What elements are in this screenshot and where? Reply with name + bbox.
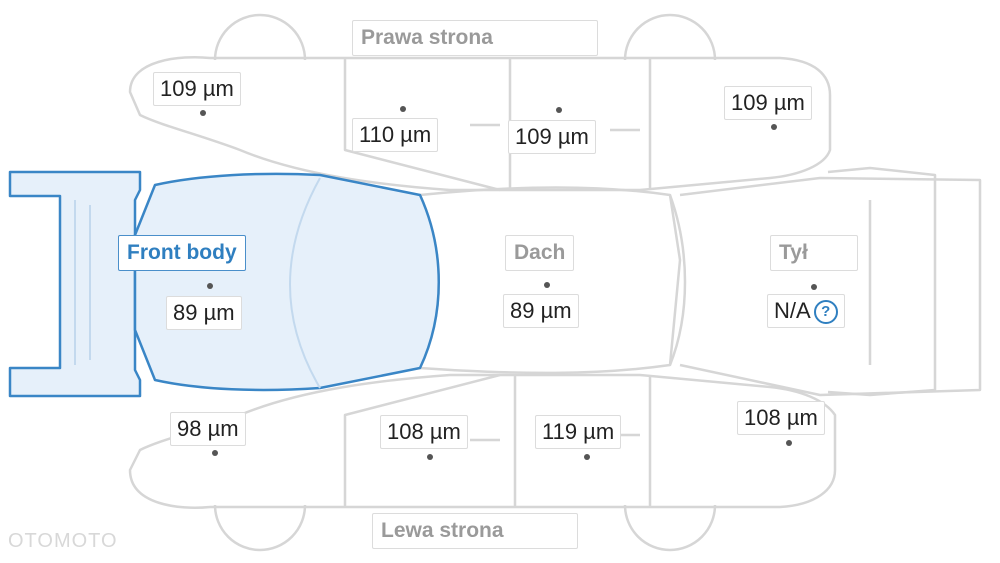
right-front-wheel [213,13,307,61]
reading-left-front-fender: 98 µm [170,412,246,446]
hood-crease [289,177,321,389]
measurement-point [771,124,777,130]
right-handles [470,123,640,132]
measurement-point [556,107,562,113]
left-front-wheel [213,504,307,552]
measurement-point [212,450,218,456]
measurement-point [207,283,213,289]
right-side-body-outline [128,56,832,192]
reading-left-front-door: 108 µm [380,415,468,449]
section-label-right-side[interactable]: Prawa strona [352,20,598,56]
rear-bumper [827,166,937,397]
section-label-front-body[interactable]: Front body [118,235,246,271]
reading-roof: 89 µm [503,294,579,328]
section-label-rear[interactable]: Tył [770,235,858,271]
section-label-left-side[interactable]: Lewa strona [372,513,578,549]
reading-right-rear-door: 109 µm [508,120,596,154]
left-windows [343,373,652,507]
measurement-point [811,284,817,290]
reading-right-front-door: 110 µm [352,118,439,152]
measurement-point [400,106,406,112]
reading-left-rear-fender: 108 µm [737,401,825,435]
rear-outline [679,176,982,397]
grille-detail [74,200,91,365]
help-icon[interactable]: ? [813,300,838,324]
measurement-point [427,454,433,460]
reading-right-rear-fender: 109 µm [724,86,812,120]
reading-trunk-value: N/A [774,298,811,323]
reading-left-rear-door: 119 µm [535,415,622,449]
roof-outline [418,186,682,375]
right-rear-wheel [623,13,717,61]
left-rear-wheel [623,504,717,552]
reading-right-front-fender: 109 µm [153,72,241,106]
section-label-roof[interactable]: Dach [505,235,575,271]
measurement-point [544,282,550,288]
reading-trunk: N/A? [767,294,845,328]
measurement-point [584,454,590,460]
reading-hood: 89 µm [166,296,242,330]
measurement-point [786,440,792,446]
measurement-point [200,110,206,116]
watermark-logo: OTOMOTO [8,530,118,552]
rear-window-line [668,194,687,366]
hood-shape [133,172,440,392]
